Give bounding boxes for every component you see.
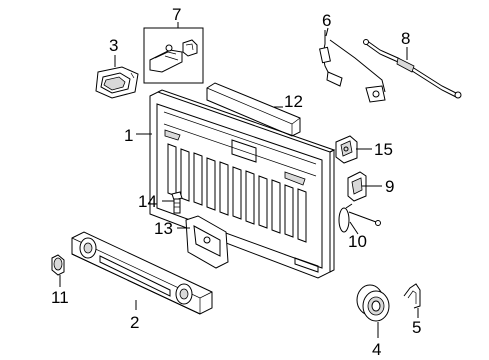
- callout-5: 5: [412, 318, 421, 337]
- part-15-bracket: [335, 135, 358, 164]
- part-9-latch-bracket: [347, 171, 367, 202]
- part-1-tailgate-shell: [149, 89, 336, 279]
- leader-6: [325, 27, 329, 37]
- part-12-top-cap: [206, 82, 301, 137]
- callout-12: 12: [284, 92, 303, 111]
- callout-6: 6: [322, 11, 331, 30]
- callout-2: 2: [130, 313, 139, 332]
- part-13-hinge-bracket: [185, 215, 229, 269]
- part-14-bolt: [171, 191, 183, 214]
- callout-1: 1: [124, 126, 133, 145]
- tailgate-ribs: [167, 143, 307, 243]
- part-4-lock-cylinder: [356, 284, 390, 322]
- callout-10: 10: [348, 232, 367, 251]
- part-7-bracket: [143, 27, 204, 84]
- callout-14: 14: [138, 192, 157, 211]
- part-3-handle-bezel: [95, 66, 139, 99]
- leader-lines: [59, 22, 419, 338]
- callout-15: 15: [374, 140, 393, 159]
- callout-3: 3: [109, 36, 118, 55]
- callout-labels: 7 3 6 8 12 1 15 9 10 14 13 2 11 4 5: [51, 5, 421, 359]
- part-6-cable: [319, 30, 386, 103]
- callout-8: 8: [401, 29, 410, 48]
- part-10-cable-loop: [338, 203, 381, 233]
- callout-7: 7: [172, 5, 181, 24]
- part-8-support-strap: [363, 39, 462, 99]
- callout-13: 13: [154, 219, 173, 238]
- callout-9: 9: [385, 177, 394, 196]
- part-11-plug: [51, 254, 65, 276]
- callout-11: 11: [51, 288, 69, 307]
- part-5-wire-clip: [403, 283, 421, 309]
- callout-4: 4: [372, 340, 381, 359]
- part-2-trim-panel: [71, 231, 213, 315]
- leader-10: [349, 221, 359, 235]
